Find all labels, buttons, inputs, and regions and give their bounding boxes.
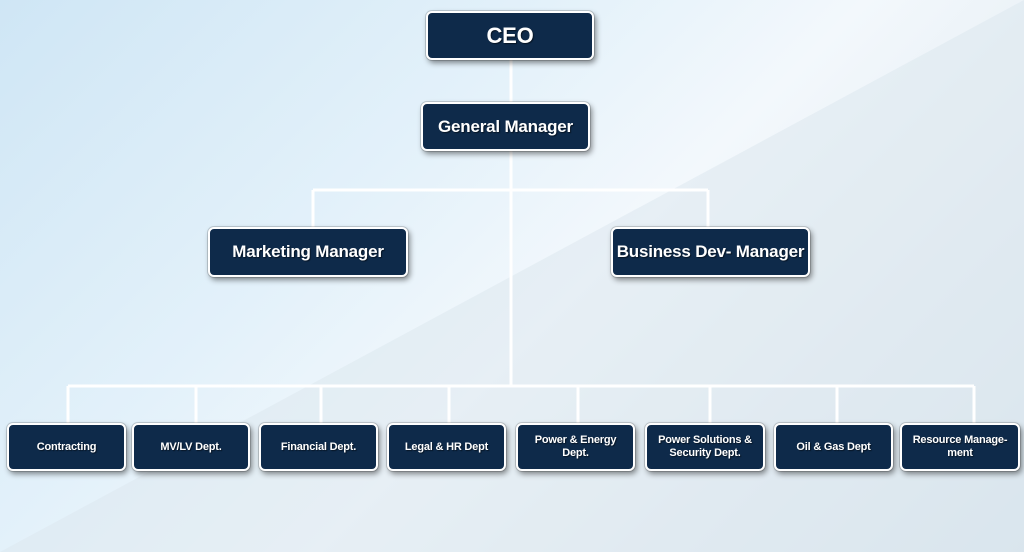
- department-label: MV/LV Dept.: [160, 440, 222, 453]
- department-label: Resource Manage-ment: [912, 434, 1008, 459]
- department-box-contracting: Contracting: [7, 423, 126, 471]
- department-box-financial: Financial Dept.: [259, 423, 378, 471]
- marketing-manager-label: Marketing Manager: [232, 242, 384, 261]
- department-label: Oil & Gas Dept: [796, 440, 871, 453]
- business-dev-manager-box: Business Dev- Manager: [611, 227, 810, 277]
- department-box-power-energy: Power & Energy Dept.: [516, 423, 635, 471]
- department-box-mv-lv: MV/LV Dept.: [132, 423, 250, 471]
- department-label: Contracting: [36, 440, 97, 453]
- ceo-box: CEO: [426, 11, 594, 60]
- department-box-oil-gas: Oil & Gas Dept: [774, 423, 893, 471]
- department-label: Power Solutions & Security Dept.: [658, 434, 752, 459]
- department-box-resource-management: Resource Manage-ment: [900, 423, 1020, 471]
- marketing-manager-box: Marketing Manager: [208, 227, 408, 277]
- business-dev-manager-label: Business Dev- Manager: [616, 242, 805, 261]
- department-box-legal-hr: Legal & HR Dept: [387, 423, 506, 471]
- department-label: Financial Dept.: [280, 440, 357, 453]
- general-manager-box: General Manager: [421, 102, 590, 151]
- general-manager-label: General Manager: [438, 116, 573, 136]
- ceo-label: CEO: [486, 22, 534, 48]
- department-box-power-solutions-security: Power Solutions & Security Dept.: [645, 423, 765, 471]
- department-label: Legal & HR Dept: [404, 440, 489, 453]
- department-label: Power & Energy Dept.: [534, 434, 617, 459]
